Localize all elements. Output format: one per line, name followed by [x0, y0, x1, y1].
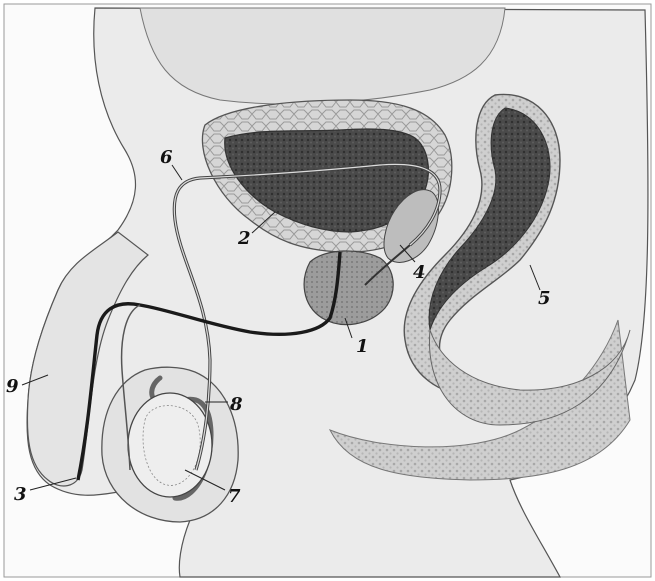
label-1: 1	[356, 336, 369, 357]
label-9: 9	[6, 376, 19, 397]
label-3: 3	[14, 484, 27, 505]
label-5: 5	[538, 288, 551, 309]
label-2: 2	[237, 228, 251, 249]
prostate	[304, 251, 393, 325]
label-8: 8	[229, 394, 243, 415]
testis	[128, 393, 212, 497]
label-7: 7	[228, 486, 241, 507]
label-6: 6	[160, 147, 173, 168]
label-4: 4	[413, 262, 426, 283]
